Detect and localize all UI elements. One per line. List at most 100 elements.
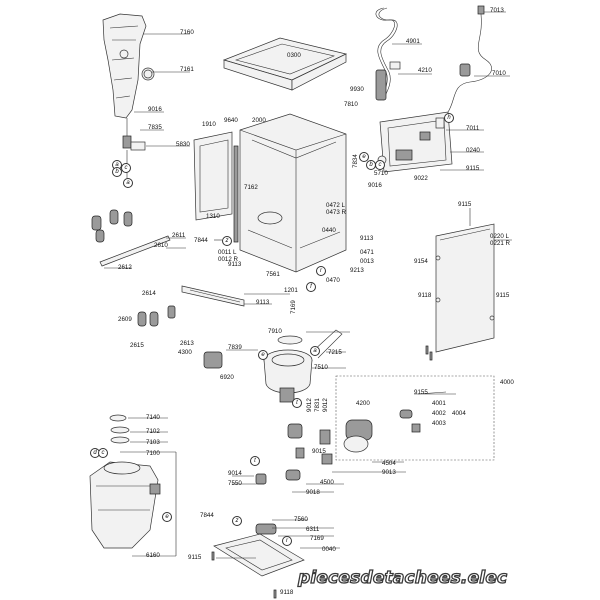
- part-label: 9118: [418, 292, 432, 299]
- part-label: 0471: [360, 249, 374, 256]
- valve-parts-bottom: [255, 469, 301, 535]
- part-label: 7215: [328, 349, 342, 356]
- part-label: 2611: [172, 232, 186, 239]
- inlet-valve-housing: [102, 13, 155, 178]
- part-label: 5710: [374, 170, 388, 177]
- part-label: 0472 L: [326, 202, 345, 209]
- callout-marker: a: [123, 178, 133, 188]
- part-label: 6311: [306, 526, 320, 533]
- part-label: 7844: [200, 512, 214, 519]
- part-label: 7140: [146, 414, 160, 421]
- part-label: 7831: [314, 398, 321, 412]
- callout-marker: e: [162, 512, 172, 522]
- leader-lines: [104, 11, 512, 559]
- callout-marker: f: [306, 282, 316, 292]
- base-tray-0040: [213, 533, 305, 577]
- part-label: 7834: [352, 154, 359, 168]
- part-label: 7510: [314, 364, 328, 371]
- worktop-lid: [222, 37, 348, 91]
- part-label: 7810: [344, 101, 358, 108]
- callout-marker: r: [316, 266, 326, 276]
- part-label: 9154: [414, 258, 428, 265]
- part-label: 0440: [322, 227, 336, 234]
- part-label: 9016: [148, 106, 162, 113]
- callout-marker: e: [359, 152, 369, 162]
- part-label: 7561: [266, 271, 280, 278]
- part-label: 9115: [496, 292, 510, 299]
- part-label: 4210: [418, 67, 432, 74]
- part-label: 1201: [284, 287, 298, 294]
- part-label: 9640: [224, 117, 238, 124]
- callout-marker: c: [98, 448, 108, 458]
- heater-group-box: [335, 375, 495, 461]
- part-label: 2000: [252, 117, 266, 124]
- part-label: 9115: [188, 554, 202, 561]
- heater-parts: [319, 391, 447, 465]
- part-label: 7162: [244, 184, 258, 191]
- part-label: 0300: [287, 52, 301, 59]
- part-label: 9113: [256, 299, 270, 306]
- strut-1201: [181, 285, 245, 307]
- part-label: 4002: [432, 410, 446, 417]
- part-label: 9113: [228, 261, 242, 268]
- callout-marker: z: [232, 516, 242, 526]
- part-label: 9115: [466, 165, 480, 172]
- salt-container-6160: [89, 414, 161, 549]
- part-label: 0040: [322, 546, 336, 553]
- part-label: 1310: [206, 213, 220, 220]
- callout-marker: c: [121, 163, 131, 173]
- callout-marker: a: [310, 346, 320, 356]
- part-label: 2614: [142, 290, 156, 297]
- part-label: 2615: [130, 342, 144, 349]
- part-label: 2612: [118, 264, 132, 271]
- part-label: 7169: [310, 535, 324, 542]
- part-label: 9930: [350, 86, 364, 93]
- callout-marker: c: [375, 160, 385, 170]
- hose-4901: [375, 7, 401, 101]
- hinge-parts: [91, 209, 176, 327]
- part-label: 0013: [360, 258, 374, 265]
- callout-marker: e: [258, 350, 268, 360]
- part-label: 6160: [146, 552, 160, 559]
- callout-marker: t: [292, 398, 302, 408]
- part-label: 9115: [458, 201, 472, 208]
- callout-marker: b: [112, 167, 122, 177]
- part-label: 7011: [466, 125, 480, 132]
- side-panel-0220: [435, 223, 495, 353]
- part-label: 7013: [490, 7, 504, 14]
- part-label: 7169: [290, 300, 297, 314]
- part-label: 9013: [382, 469, 396, 476]
- part-label: 4001: [432, 400, 446, 407]
- power-cable-7010: [447, 5, 492, 113]
- part-label: 2613: [180, 340, 194, 347]
- watermark-logo: piecesdetachees.elec: [297, 567, 508, 588]
- screws: [211, 345, 433, 599]
- part-label: 2609: [118, 316, 132, 323]
- part-label: 7910: [268, 328, 282, 335]
- part-label: 7161: [180, 66, 194, 73]
- part-label: 7560: [294, 516, 308, 523]
- part-label: 7100: [146, 450, 160, 457]
- part-label: 0473 R: [326, 209, 346, 216]
- part-label: 0470: [326, 277, 340, 284]
- tub-2000: [193, 113, 347, 273]
- part-label: 9012: [306, 398, 313, 412]
- part-label: 6920: [220, 374, 234, 381]
- part-label: 9113: [360, 235, 374, 242]
- part-label: 7550: [228, 480, 242, 487]
- part-label: 4200: [356, 400, 370, 407]
- callout-marker: r: [282, 536, 292, 546]
- part-label: 7160: [180, 29, 194, 36]
- part-label: 4004: [452, 410, 466, 417]
- part-label: 4500: [320, 479, 334, 486]
- part-label: 7102: [146, 428, 160, 435]
- part-label: 9155: [414, 389, 428, 396]
- part-label: 9213: [350, 267, 364, 274]
- part-label: 7844: [194, 237, 208, 244]
- callout-marker: t: [250, 456, 260, 466]
- part-label: 9118: [280, 589, 294, 596]
- callout-marker: h: [444, 113, 454, 123]
- part-label: 4003: [432, 420, 446, 427]
- part-label: 1910: [202, 121, 216, 128]
- part-label: 9018: [306, 489, 320, 496]
